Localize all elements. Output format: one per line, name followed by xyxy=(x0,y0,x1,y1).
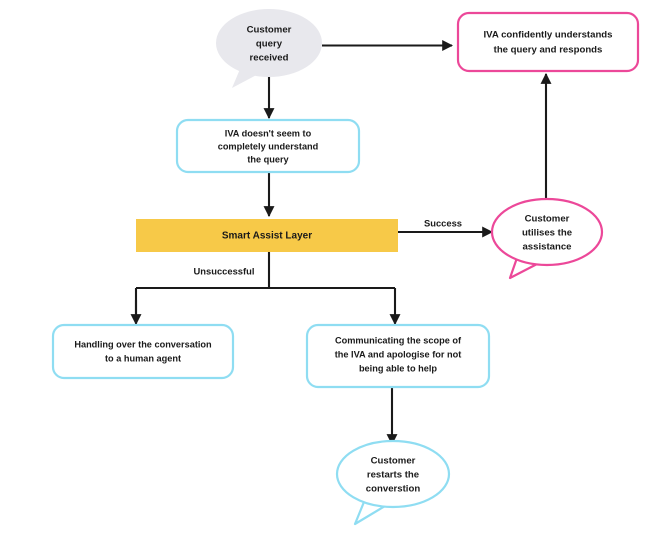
iva-confident-line-2: the query and responds xyxy=(494,45,603,56)
customer-query-line-1: Customer xyxy=(247,25,292,36)
bar-yellow xyxy=(136,219,398,252)
handover-human-line-1: Handling over the conversation xyxy=(74,339,212,349)
node-customer-utilises[interactable]: Customer utilises the assistance xyxy=(490,197,604,280)
edge-label-success: Success xyxy=(424,217,462,228)
box-pink-outline xyxy=(456,11,640,73)
node-handover-human[interactable]: Handling over the conversation to a huma… xyxy=(51,323,235,380)
node-communicate-scope[interactable]: Communicating the scope of the IVA and a… xyxy=(305,323,491,389)
node-iva-not-understand[interactable]: IVA doesn't seem to completely understan… xyxy=(175,118,361,174)
box-cyan-outline-handover xyxy=(51,323,235,380)
iva-not-understand-line-2: completely understand xyxy=(218,141,319,151)
customer-utilises-line-1: Customer xyxy=(525,214,570,225)
customer-utilises-line-3: assistance xyxy=(522,242,571,253)
bubble-cyan xyxy=(335,439,451,509)
node-smart-assist-layer[interactable]: Smart Assist Layer xyxy=(136,219,398,252)
iva-not-understand-line-1: IVA doesn't seem to xyxy=(225,128,312,138)
smart-assist-layer-label: Smart Assist Layer xyxy=(222,231,312,242)
box-cyan-outline-scope xyxy=(305,323,491,389)
node-customer-restarts[interactable]: Customer restarts the converstion xyxy=(335,439,451,526)
customer-restarts-line-2: restarts the xyxy=(367,470,419,481)
handover-human-line-2: to a human agent xyxy=(105,353,181,363)
bubble-gray xyxy=(216,9,322,77)
node-customer-query[interactable]: Customer query received xyxy=(216,9,322,88)
bubble-pink xyxy=(490,197,604,267)
customer-utilises-line-2: utilises the xyxy=(522,228,572,239)
communicate-scope-line-3: being able to help xyxy=(359,363,437,373)
box-cyan-outline-notunderstand xyxy=(175,118,361,174)
edge-smartassist-unsuccessful-split xyxy=(134,252,395,322)
node-iva-confident[interactable]: IVA confidently understands the query an… xyxy=(456,11,640,73)
customer-query-line-2: query xyxy=(256,39,283,50)
iva-not-understand-line-3: the query xyxy=(247,154,289,164)
connectors xyxy=(130,40,552,446)
customer-query-line-3: received xyxy=(250,53,289,64)
customer-restarts-line-1: Customer xyxy=(371,456,416,467)
iva-confident-line-1: IVA confidently understands xyxy=(484,30,613,41)
edge-label-unsuccessful: Unsuccessful xyxy=(194,265,255,276)
communicate-scope-line-2: the IVA and apologise for not xyxy=(335,349,462,359)
communicate-scope-line-1: Communicating the scope of xyxy=(335,335,462,345)
customer-restarts-line-3: converstion xyxy=(366,484,421,495)
